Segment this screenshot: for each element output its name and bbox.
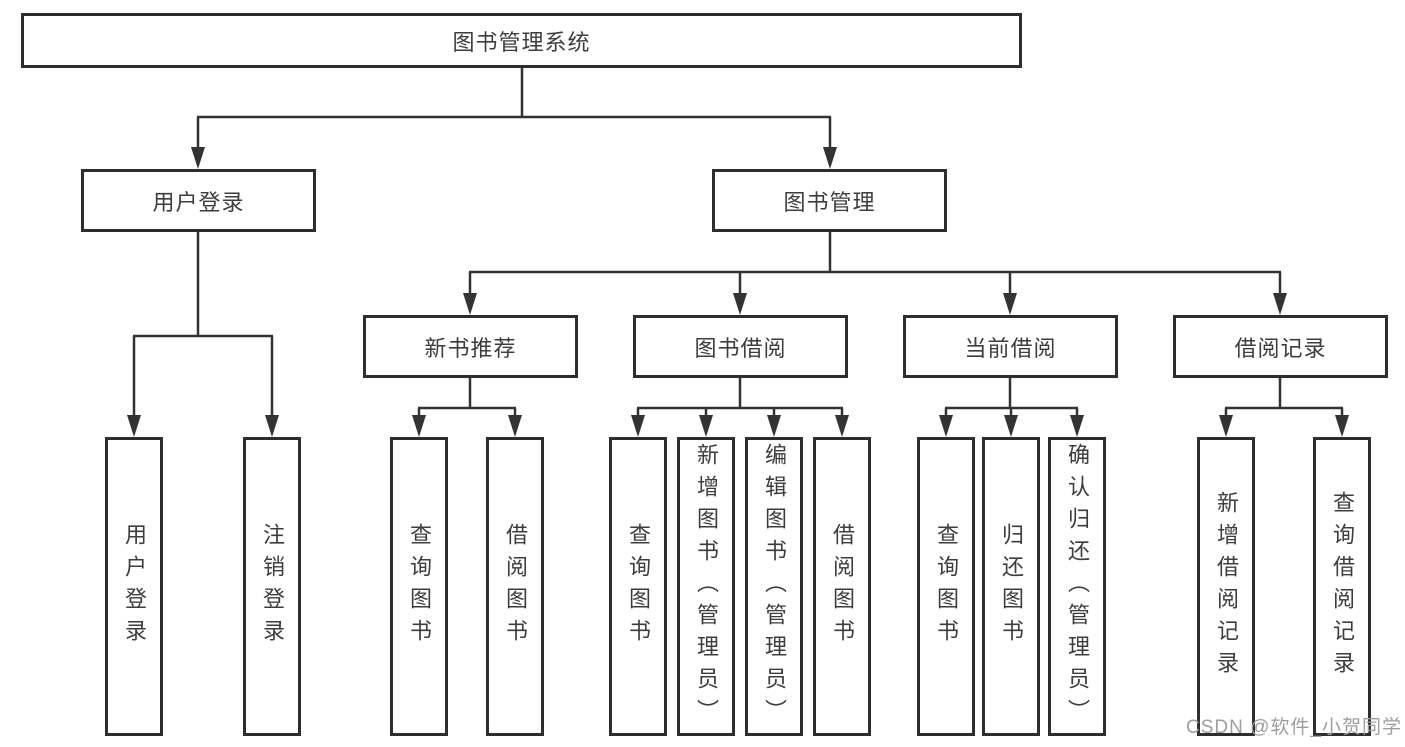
leaf-borrow-query-books-label: 查询图书 xyxy=(626,522,651,651)
leaf-borrow-add-books-admin-label: 新增图书（管理员） xyxy=(694,442,719,731)
node-borrow-record-label: 借阅记录 xyxy=(1234,335,1327,361)
node-user-login-label: 用户登录 xyxy=(152,189,245,215)
node-user-login: 用户登录 xyxy=(81,169,316,232)
leaf-current-confirm-return-admin: 确认归还（管理员） xyxy=(1048,437,1106,736)
node-book-management: 图书管理 xyxy=(712,169,947,232)
leaf-newbook-borrow-books-label: 借阅图书 xyxy=(503,522,528,651)
leaf-current-return-books-label: 归还图书 xyxy=(999,522,1024,651)
leaf-borrow-edit-books-admin: 编辑图书（管理员） xyxy=(745,437,803,736)
leaf-logout: 注销登录 xyxy=(243,437,301,736)
leaf-newbook-query-books-label: 查询图书 xyxy=(407,522,432,651)
leaf-newbook-query-books: 查询图书 xyxy=(390,437,448,736)
leaf-record-add-record: 新增借阅记录 xyxy=(1197,437,1255,736)
node-book-borrow: 图书借阅 xyxy=(633,315,848,378)
leaf-borrow-borrow-books: 借阅图书 xyxy=(813,437,871,736)
leaf-user-login-label: 用户登录 xyxy=(122,522,147,651)
arrowhead-icons xyxy=(127,147,1349,437)
leaf-current-confirm-return-admin-label: 确认归还（管理员） xyxy=(1065,442,1090,731)
node-book-management-label: 图书管理 xyxy=(783,189,876,215)
node-root-label: 图书管理系统 xyxy=(452,29,591,55)
node-book-borrow-label: 图书借阅 xyxy=(694,335,787,361)
node-current-borrow: 当前借阅 xyxy=(903,315,1118,378)
leaf-borrow-edit-books-admin-label: 编辑图书（管理员） xyxy=(762,442,787,731)
leaf-logout-label: 注销登录 xyxy=(260,522,285,651)
node-root: 图书管理系统 xyxy=(21,13,1022,68)
leaf-current-query-books-label: 查询图书 xyxy=(934,522,959,651)
leaf-current-return-books: 归还图书 xyxy=(982,437,1040,736)
leaf-borrow-add-books-admin: 新增图书（管理员） xyxy=(677,437,735,736)
leaf-record-query-record-label: 查询借阅记录 xyxy=(1330,490,1355,683)
leaf-newbook-borrow-books: 借阅图书 xyxy=(486,437,544,736)
csdn-watermark: CSDN @软件_小贺同学 xyxy=(1186,717,1402,738)
node-borrow-record: 借阅记录 xyxy=(1173,315,1388,378)
leaf-record-add-record-label: 新增借阅记录 xyxy=(1214,490,1239,683)
leaf-borrow-query-books: 查询图书 xyxy=(609,437,667,736)
node-new-book-recommend-label: 新书推荐 xyxy=(424,335,517,361)
leaf-borrow-borrow-books-label: 借阅图书 xyxy=(830,522,855,651)
node-new-book-recommend: 新书推荐 xyxy=(363,315,578,378)
leaf-record-query-record: 查询借阅记录 xyxy=(1313,437,1371,736)
leaf-user-login: 用户登录 xyxy=(105,437,163,736)
node-current-borrow-label: 当前借阅 xyxy=(964,335,1057,361)
leaf-current-query-books: 查询图书 xyxy=(917,437,975,736)
